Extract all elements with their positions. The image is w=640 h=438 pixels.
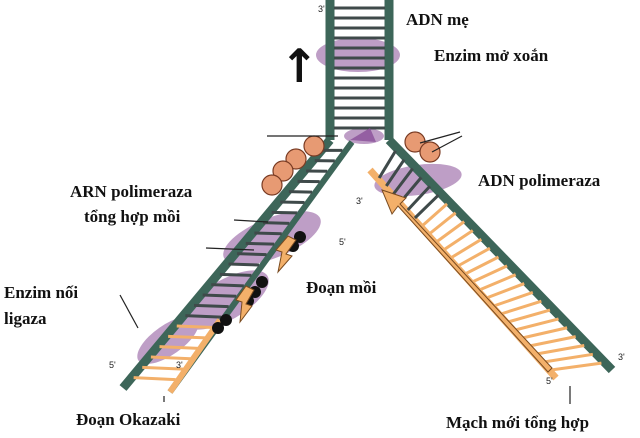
base-pair-rung — [507, 308, 551, 324]
base-pair-rung — [193, 303, 229, 309]
base-pair-rung — [133, 376, 176, 382]
okazaki-arrows — [235, 235, 297, 324]
prime-top: 3' — [318, 4, 325, 14]
base-pair-rung — [442, 229, 474, 252]
okazaki-new-strand — [167, 318, 223, 394]
base-pair-rung — [500, 299, 542, 316]
label-mach-moi: Mạch mới tổng hợp — [446, 413, 589, 432]
base-pair-rung — [514, 317, 559, 332]
base-pair-rung — [428, 211, 457, 236]
ssb-circle — [272, 160, 294, 182]
base-pair-rung — [392, 167, 414, 195]
base-pair-rung — [211, 283, 244, 288]
base-pair-rung — [413, 194, 440, 220]
label-enzim-noi-2: ligaza — [4, 309, 47, 328]
right-arm — [367, 136, 616, 381]
left-outer-strand — [119, 137, 334, 391]
leader-lines — [119, 131, 571, 404]
base-pair-rung — [529, 335, 576, 348]
primer-dot — [220, 314, 232, 326]
left-arm — [119, 137, 355, 394]
right-rungs — [377, 150, 602, 372]
ssb-circle — [285, 148, 307, 170]
ssb-circle — [261, 174, 283, 196]
right-outer-strand — [385, 136, 616, 374]
label-arn-polimeraza-2: tổng hợp mồi — [84, 207, 181, 226]
leading-strand-arrow — [381, 189, 553, 373]
primer-dot — [294, 231, 306, 243]
parent-rungs — [334, 6, 385, 130]
leader-line — [431, 135, 463, 153]
base-pair-rung — [219, 272, 252, 277]
prime-right-bottom-3: 3' — [618, 352, 625, 362]
label-arn-polimeraza-1: ARN polimeraza — [70, 182, 193, 201]
base-pair-rung — [262, 221, 290, 225]
arn-polimeraza-blob — [223, 211, 321, 265]
label-doan-okazaki: Đoạn Okazaki — [76, 410, 181, 429]
parent-dna — [325, 0, 394, 140]
leader-line — [119, 294, 139, 329]
label-enzim-mo-xoan: Enzim mở xoắn — [434, 46, 549, 65]
base-pair-rung — [168, 334, 206, 340]
leader-line — [419, 131, 461, 144]
okazaki-arrow — [235, 285, 255, 324]
base-pair-rung — [521, 326, 568, 340]
leader-line — [205, 247, 255, 251]
base-pair-rung — [271, 210, 297, 215]
base-pair-rung — [185, 314, 222, 319]
base-pair-rung — [457, 246, 491, 268]
base-pair-rung — [471, 264, 508, 284]
base-pair-rung — [543, 352, 594, 364]
leader-line — [233, 219, 269, 223]
base-pair-rung — [254, 231, 282, 236]
prime-left-bottom-3: 3' — [176, 360, 183, 370]
base-pair-rung — [237, 252, 267, 257]
primer-dot — [256, 276, 268, 288]
label-enzim-noi-1: Enzim nối — [4, 283, 78, 302]
base-pair-rung — [159, 345, 199, 350]
base-pair-rung — [493, 290, 534, 308]
prime-left-5: 5' — [339, 237, 346, 247]
base-pair-rung — [406, 185, 431, 212]
base-pair-rung — [176, 324, 214, 329]
base-pair-rung — [449, 238, 483, 260]
base-pair-rung — [150, 355, 191, 361]
ssb-circle — [303, 135, 325, 157]
base-pair-rung — [485, 282, 525, 300]
prime-right-3: 3' — [356, 196, 363, 206]
helicase-wedge — [350, 128, 376, 142]
ssb-circle — [419, 141, 441, 163]
up-arrow-icon: ↑ — [280, 39, 319, 93]
base-pair-rung — [202, 293, 237, 298]
label-adn-me: ADN mẹ — [406, 10, 469, 29]
base-pair-rung — [478, 273, 517, 292]
base-pair-rung — [280, 200, 305, 204]
base-pair-rung — [435, 220, 466, 244]
prime-right-bottom-5: 5' — [546, 376, 553, 386]
label-doan-moi: Đoạn mồi — [306, 278, 377, 297]
base-pair-rung — [385, 158, 406, 187]
okazaki-arrow — [275, 235, 297, 274]
base-pair-rung — [421, 202, 449, 228]
label-adn-polimeraza: ADN polimeraza — [478, 171, 601, 190]
base-pair-rung — [142, 365, 184, 371]
base-pair-rung — [377, 150, 397, 179]
base-pair-rung — [228, 262, 260, 267]
primer-dot — [212, 322, 224, 334]
base-pair-rung — [245, 241, 275, 246]
left-rungs — [133, 148, 343, 382]
prime-left-bottom-5: 5' — [109, 360, 116, 370]
base-pair-rung — [550, 361, 602, 372]
ssb-proteins — [261, 131, 441, 196]
base-pair-rung — [536, 343, 585, 356]
base-pair-rung — [464, 255, 500, 276]
